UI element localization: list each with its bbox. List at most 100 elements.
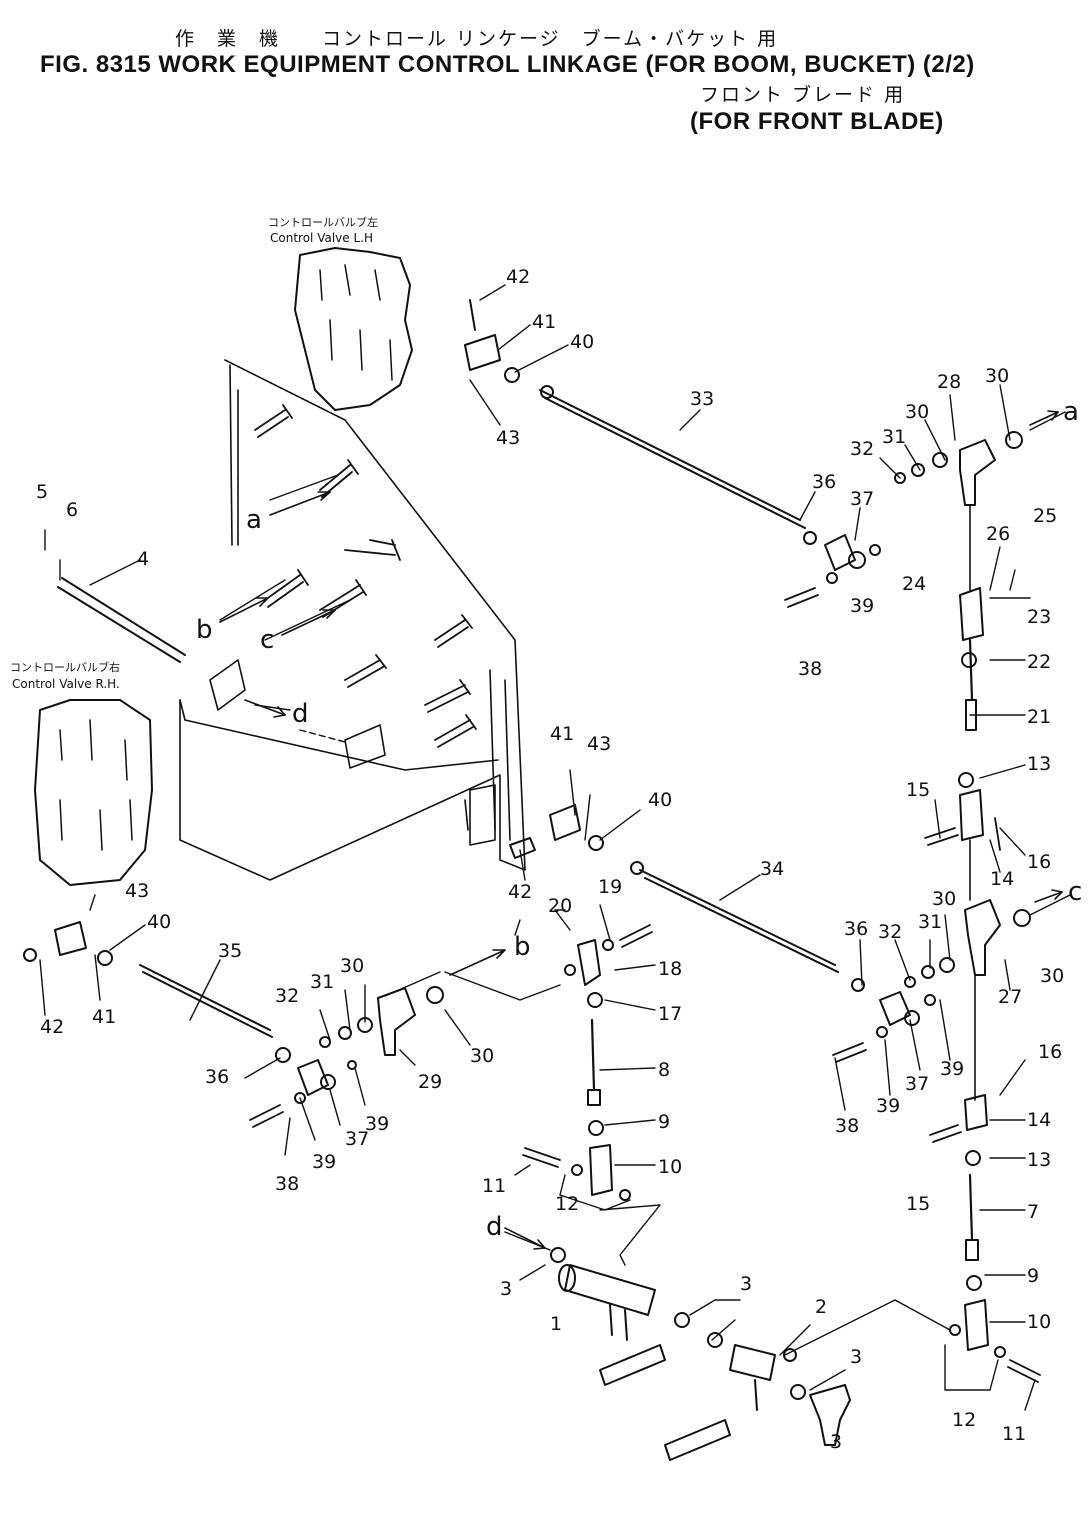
part-number: 37 — [345, 1128, 369, 1150]
shaft-2 — [729, 1344, 776, 1381]
part-number: 39 — [312, 1151, 336, 1173]
part-number: 17 — [658, 1003, 682, 1025]
clevis-41-mid — [549, 804, 581, 841]
part-number: 11 — [482, 1175, 506, 1197]
part-number: 10 — [1027, 1311, 1051, 1333]
part-number: 27 — [998, 986, 1022, 1008]
ref-letter-c-right: c — [1068, 877, 1082, 907]
figure-title: FIG. 8315 WORK EQUIPMENT CONTROL LINKAGE… — [40, 51, 975, 78]
part-number: 20 — [548, 895, 572, 917]
part-number: 43 — [587, 733, 611, 755]
part-number: 33 — [690, 388, 714, 410]
part-number: 39 — [850, 595, 874, 617]
part-number: 36 — [844, 918, 868, 940]
part-number: 3 — [850, 1346, 862, 1368]
ref-letter-d-bottom: d — [486, 1212, 503, 1242]
rod-35 — [139, 964, 273, 1038]
part-number: 30 — [470, 1045, 494, 1067]
part-number: 28 — [937, 371, 961, 393]
part-number: 30 — [1040, 965, 1064, 987]
clevis-41-left — [54, 921, 87, 956]
part-number: 31 — [882, 426, 906, 448]
part-number: 10 — [658, 1156, 682, 1178]
lever-29 — [377, 987, 416, 1056]
part-number: 40 — [570, 331, 594, 353]
clevis-41-top — [464, 334, 501, 371]
ref-letter-c-left: c — [260, 625, 274, 655]
part-number: 42 — [40, 1016, 64, 1038]
part-number: 34 — [760, 858, 784, 880]
part-number: 8 — [658, 1059, 670, 1081]
part-number: 16 — [1038, 1041, 1062, 1063]
valve-rh-label-japanese: コントロールバルブ右 — [10, 661, 120, 674]
part-number: 39 — [940, 1058, 964, 1080]
lever-27 — [964, 899, 1001, 976]
valve-lh-label: Control Valve L.H — [270, 231, 373, 245]
part-number: 18 — [658, 958, 682, 980]
ref-arrow-c-right — [1034, 891, 1063, 903]
part-number: 15 — [906, 779, 930, 801]
ref-arrow-d-left — [244, 699, 286, 716]
ref-letter-d-left: d — [292, 699, 309, 729]
part-number: 30 — [905, 401, 929, 423]
valve-lh-label-japanese: コントロールバルブ左 — [268, 216, 378, 229]
console-frame — [179, 359, 526, 881]
part-number: 41 — [92, 1006, 116, 1028]
part-number: 9 — [1027, 1265, 1039, 1287]
rod-4 — [57, 577, 186, 663]
part-number: 26 — [986, 523, 1010, 545]
part-number: 38 — [275, 1173, 299, 1195]
part-number: 32 — [850, 438, 874, 460]
yoke-23 — [959, 587, 984, 641]
part-number: 2 — [815, 1296, 827, 1318]
part-number: 30 — [985, 365, 1009, 387]
part-number: 11 — [1002, 1423, 1026, 1445]
ref-arrow-a-left — [269, 491, 331, 516]
part-number: 39 — [876, 1095, 900, 1117]
part-number: 43 — [496, 427, 520, 449]
part-number: 37 — [850, 488, 874, 510]
ref-letter-b-right: b — [514, 932, 531, 962]
part-number: 40 — [147, 911, 171, 933]
yoke-14-lower — [964, 1094, 988, 1131]
part-number: 36 — [812, 471, 836, 493]
part-number: 41 — [532, 311, 556, 333]
part-number: 30 — [340, 955, 364, 977]
clevis-10-right — [964, 1299, 989, 1351]
part-number: 14 — [1027, 1109, 1051, 1131]
ref-letter-a-right: a — [1063, 397, 1079, 427]
part-number: 1 — [550, 1313, 562, 1335]
subtitle-japanese: フロント ブレード 用 — [700, 84, 906, 106]
ref-arrow-c-left — [281, 609, 336, 636]
part-number: 39 — [365, 1113, 389, 1135]
part-number: 3 — [830, 1431, 842, 1453]
ref-arrow-d-bottom — [504, 1227, 546, 1249]
lever-18 — [577, 939, 601, 986]
part-number: 6 — [66, 499, 78, 521]
part-number: 13 — [1027, 753, 1051, 775]
part-number: 14 — [990, 868, 1014, 890]
part-number: 15 — [906, 1193, 930, 1215]
part-number: 23 — [1027, 606, 1051, 628]
ref-arrow-b-left — [219, 597, 269, 623]
part-number: 16 — [1027, 851, 1051, 873]
ref-letter-b-left: b — [196, 615, 213, 645]
part-number: 42 — [508, 881, 532, 903]
control-valve-rh — [34, 699, 153, 886]
figure-subtitle: (FOR FRONT BLADE) — [690, 108, 944, 135]
part-number: 37 — [905, 1073, 929, 1095]
ref-arrow-b-right — [449, 949, 506, 976]
part-number: 3 — [740, 1273, 752, 1295]
part-number: 13 — [1027, 1149, 1051, 1171]
part-number: 5 — [36, 481, 48, 503]
part-number: 4 — [137, 548, 149, 570]
part-number: 32 — [275, 985, 299, 1007]
rod-34 — [639, 869, 839, 973]
part-number: 32 — [878, 921, 902, 943]
part-number: 35 — [218, 940, 242, 962]
part-number: 30 — [932, 888, 956, 910]
control-valve-lh — [294, 247, 413, 411]
part-number: 24 — [902, 573, 926, 595]
